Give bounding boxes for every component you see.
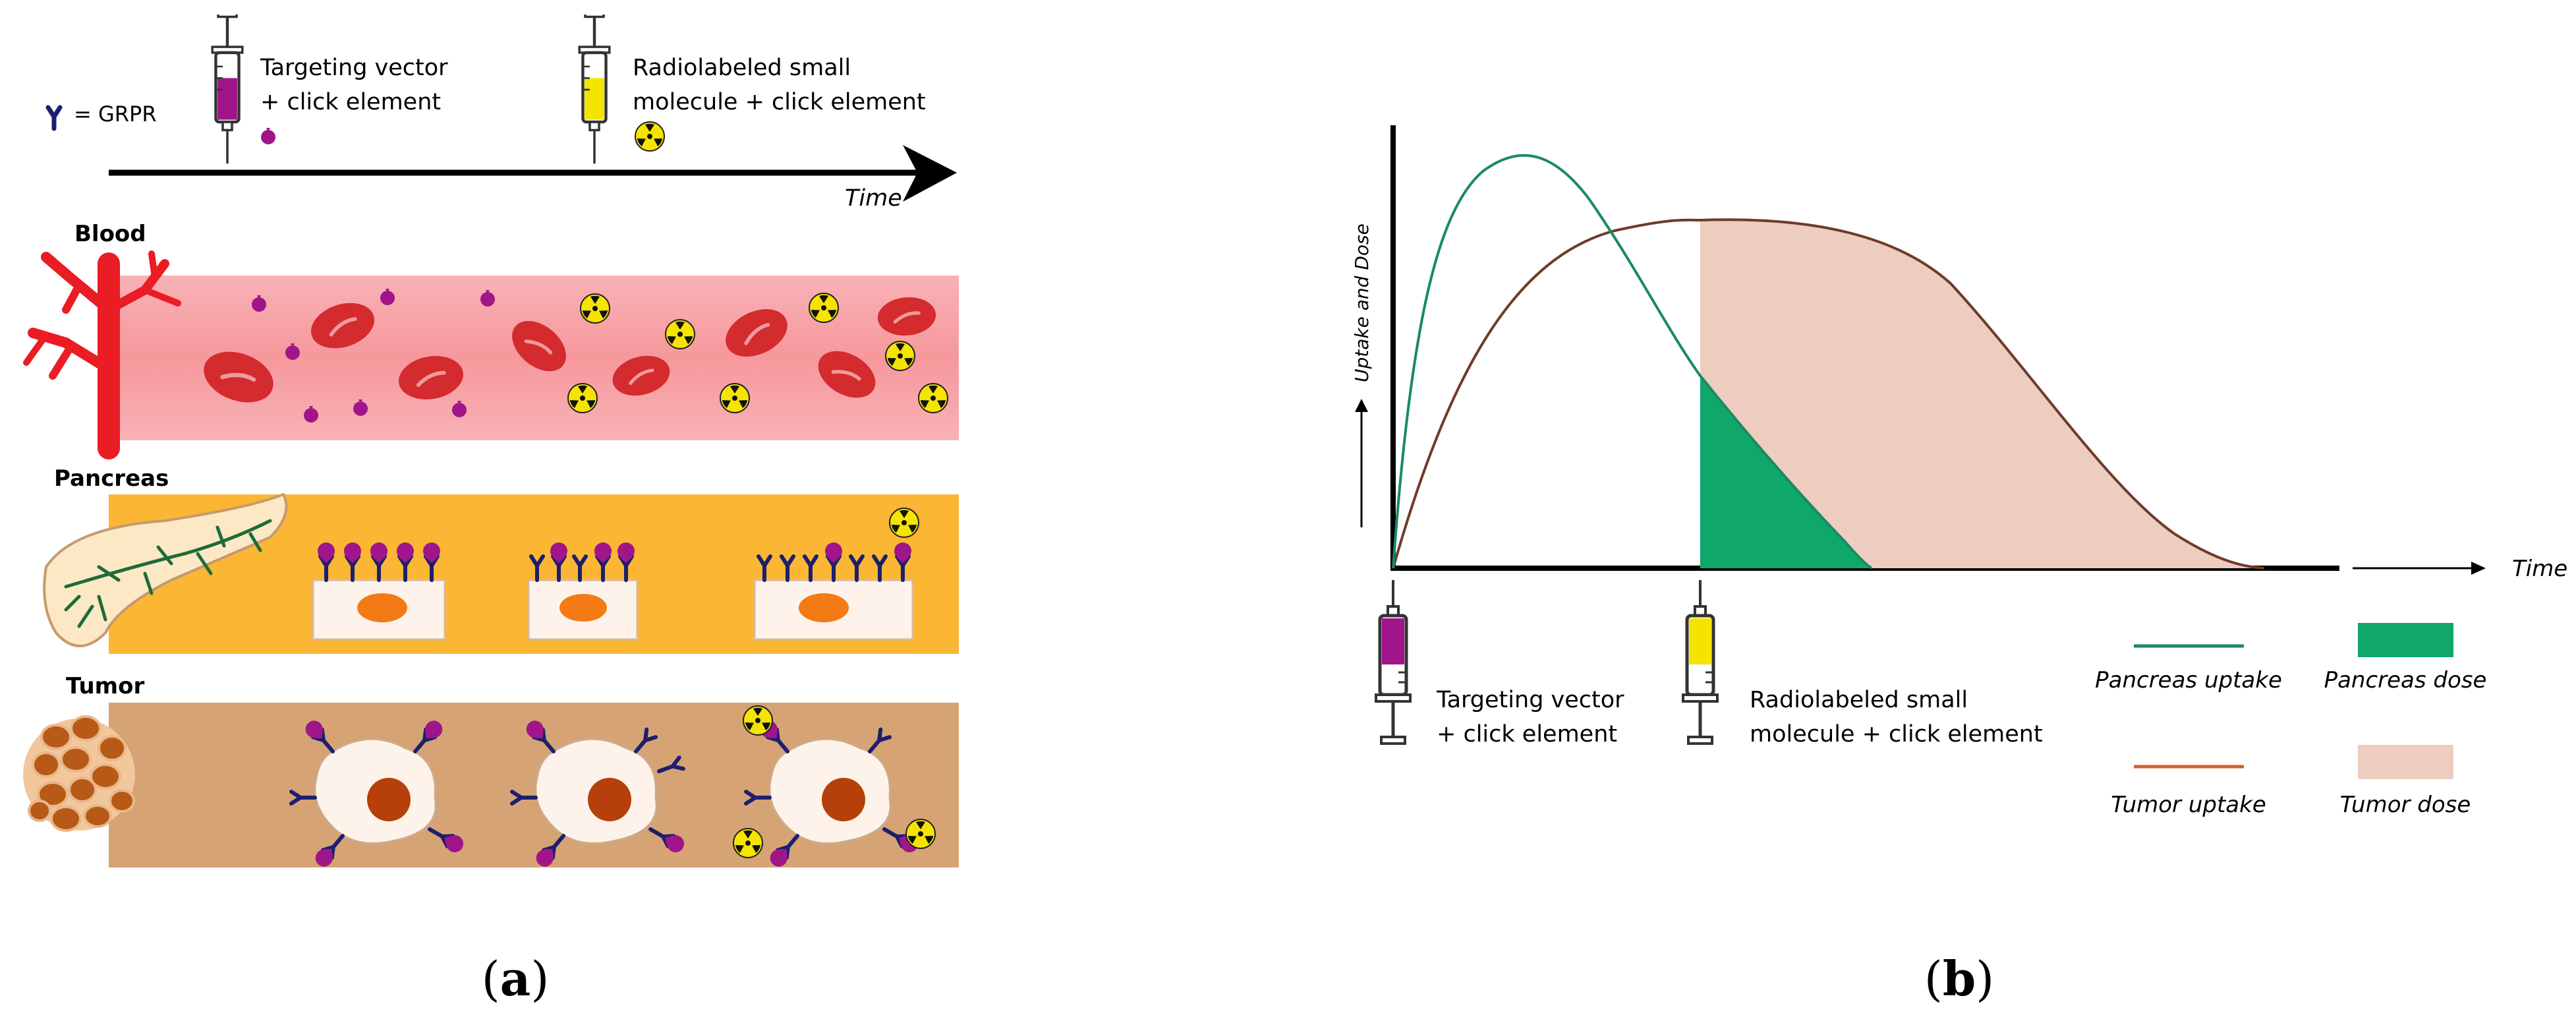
- blood-vessel: [23, 250, 181, 459]
- panel-b-label: (b): [1924, 951, 1995, 1007]
- tumor-mass-icon: [23, 715, 135, 832]
- time-arrowhead: [903, 145, 957, 202]
- tumor-cell: [746, 717, 921, 870]
- legend-tumor-uptake-label: Tumor uptake: [2111, 792, 2266, 818]
- chart-legend: Pancreas uptake Pancreas dose Tumor upta…: [2095, 623, 2486, 818]
- tumor-cell: [291, 717, 467, 870]
- y-label-arrowhead: [1355, 399, 1368, 412]
- panel-a-label: (a): [482, 951, 550, 1007]
- legend-pancreas-dose-swatch: [2358, 623, 2453, 657]
- pancreas-cell: [527, 543, 639, 641]
- radiation-icon: [635, 121, 665, 152]
- panel-a: = GRPR Targeting vector + click element …: [23, 12, 959, 1007]
- pancreas-dose-area: [1700, 376, 1872, 568]
- x-axis-label: Time: [2512, 556, 2567, 582]
- legend-pancreas-dose-label: Pancreas dose: [2324, 667, 2487, 693]
- syringe-icon: [579, 12, 610, 163]
- injection-1-line1: Targeting vector: [260, 55, 448, 81]
- radiation-icon: [889, 508, 919, 538]
- syringe-icon: [212, 12, 243, 163]
- pancreas-cell: [312, 543, 446, 641]
- legend-tumor-dose-swatch: [2358, 745, 2453, 779]
- injection-1-line2: + click element: [1437, 721, 1617, 748]
- legend-receptor-label: = GRPR: [74, 102, 157, 127]
- blood-label: Blood: [74, 221, 146, 247]
- injection-2-line1: Radiolabeled small: [633, 55, 851, 81]
- syringe-icon: [1376, 580, 1410, 744]
- x-label-arrowhead: [2471, 562, 2486, 575]
- pancreas-uptake-curve: [1392, 154, 1873, 570]
- tumor-dose-area: [1700, 220, 2264, 568]
- injection-2-line2: molecule + click element: [1750, 721, 2043, 748]
- injection-1-line2: + click element: [260, 89, 441, 115]
- vector-dot-icon: [261, 128, 275, 144]
- time-axis-label: Time: [845, 185, 902, 212]
- pancreas-cell: [753, 543, 914, 641]
- y-axis-label: Uptake and Dose: [1351, 223, 1373, 382]
- pancreas-organ-icon: [43, 492, 288, 647]
- receptor-icon: [45, 105, 63, 131]
- legend-pancreas-uptake-label: Pancreas uptake: [2095, 667, 2282, 693]
- pancreas-label: Pancreas: [54, 465, 169, 492]
- panel-b: Uptake and Dose Time Targeting vector + …: [1351, 125, 2567, 1007]
- tumor-uptake-curve: [1392, 218, 2265, 570]
- injection-2-line1: Radiolabeled small: [1750, 687, 1968, 713]
- syringe-icon: [1683, 580, 1717, 744]
- injection-2-line2: molecule + click element: [633, 89, 926, 115]
- injection-1-line1: Targeting vector: [1436, 687, 1624, 713]
- legend-tumor-dose-label: Tumor dose: [2340, 792, 2471, 818]
- tumor-label: Tumor: [66, 673, 144, 699]
- tumor-cell: [512, 717, 687, 870]
